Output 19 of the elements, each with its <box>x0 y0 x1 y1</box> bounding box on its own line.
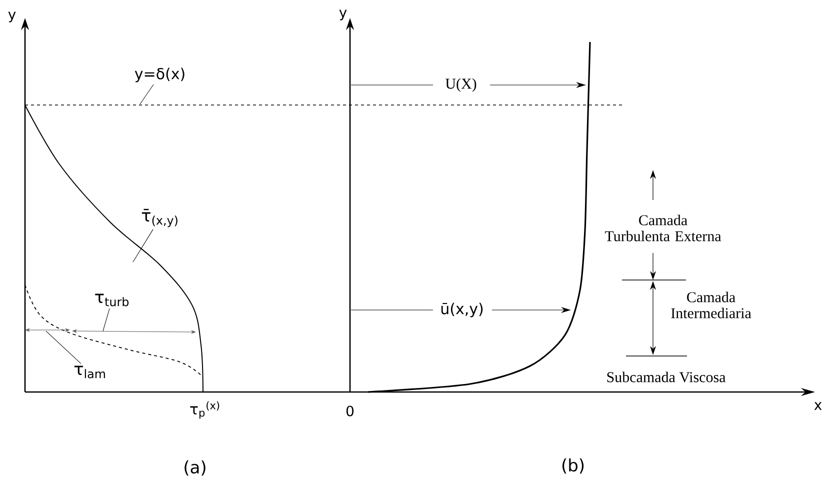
formula-label: ū(x,y) <box>441 302 483 318</box>
axis-label: y <box>8 12 16 22</box>
formula-label: τ$_{p}$(x) <box>190 401 220 419</box>
axis-label: 0 <box>346 406 354 416</box>
leader-line <box>132 229 154 262</box>
layer-label: Subcamada Viscosa <box>607 372 726 382</box>
panel-label: (b) <box>562 458 584 474</box>
layer-label: Camada Turbulenta Externa <box>604 214 722 242</box>
formula-label: τ$_{lam}$ <box>74 366 105 378</box>
leader-line <box>140 84 154 104</box>
formula-label: τ̄$_{(x,y)}$ <box>142 208 178 228</box>
axis-label: x <box>814 402 822 410</box>
axis-label: y <box>339 10 347 20</box>
formula-label: y=δ(x) <box>134 68 184 82</box>
panel-label: (a) <box>184 460 206 476</box>
layer-label: Camada Intermediaria <box>671 292 752 318</box>
formula-label: τ$_{turb}$ <box>95 294 129 306</box>
leader-line <box>102 308 110 332</box>
leader-line <box>46 330 82 364</box>
